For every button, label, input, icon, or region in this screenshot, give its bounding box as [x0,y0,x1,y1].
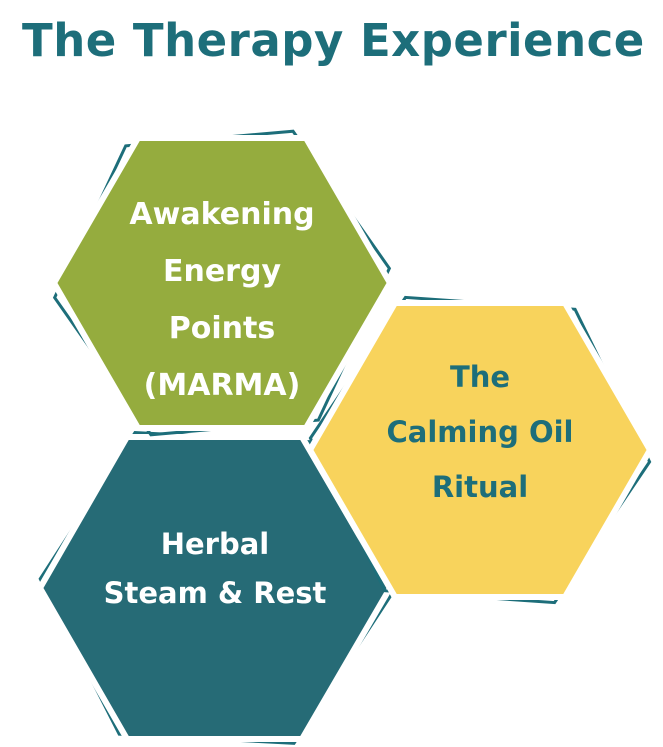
hexagon-marma-label-line: Energy [162,254,282,289]
hexagon-herbal-steam-label: Herbal Steam & Rest [65,520,365,618]
hexagon-herbal-steam-label-line: Steam & Rest [103,576,327,610]
hexagon-herbal-steam-outline [38,431,392,745]
hexagon-calming-oil-outline [308,295,652,605]
page-title: The Therapy Experience [22,14,645,67]
hexagon-marma-label: Awakening Energy Points (MARMA) [72,186,372,414]
hexagon-marma-outline [52,129,392,437]
hexagon-marma-label-line: Awakening [129,197,315,232]
hexagon-calming-oil-label-line: Calming Oil [386,415,574,449]
hexagon-marma-label-line: (MARMA) [143,368,301,403]
hexagon-calming-oil-label: The Calming Oil Ritual [330,350,630,515]
hexagon-marma-label-line: Points [168,311,276,346]
hexagon-marma-fill [50,135,394,431]
hexagon-herbal-steam-label-line: Herbal [160,527,270,561]
hexagon-calming-oil-label-line: Ritual [431,470,529,504]
hexagon-calming-oil [306,295,654,605]
hexagon-calming-oil-fill [306,300,654,600]
hexagon-marma [50,129,394,437]
hexagon-calming-oil-label-line: The [449,360,511,394]
